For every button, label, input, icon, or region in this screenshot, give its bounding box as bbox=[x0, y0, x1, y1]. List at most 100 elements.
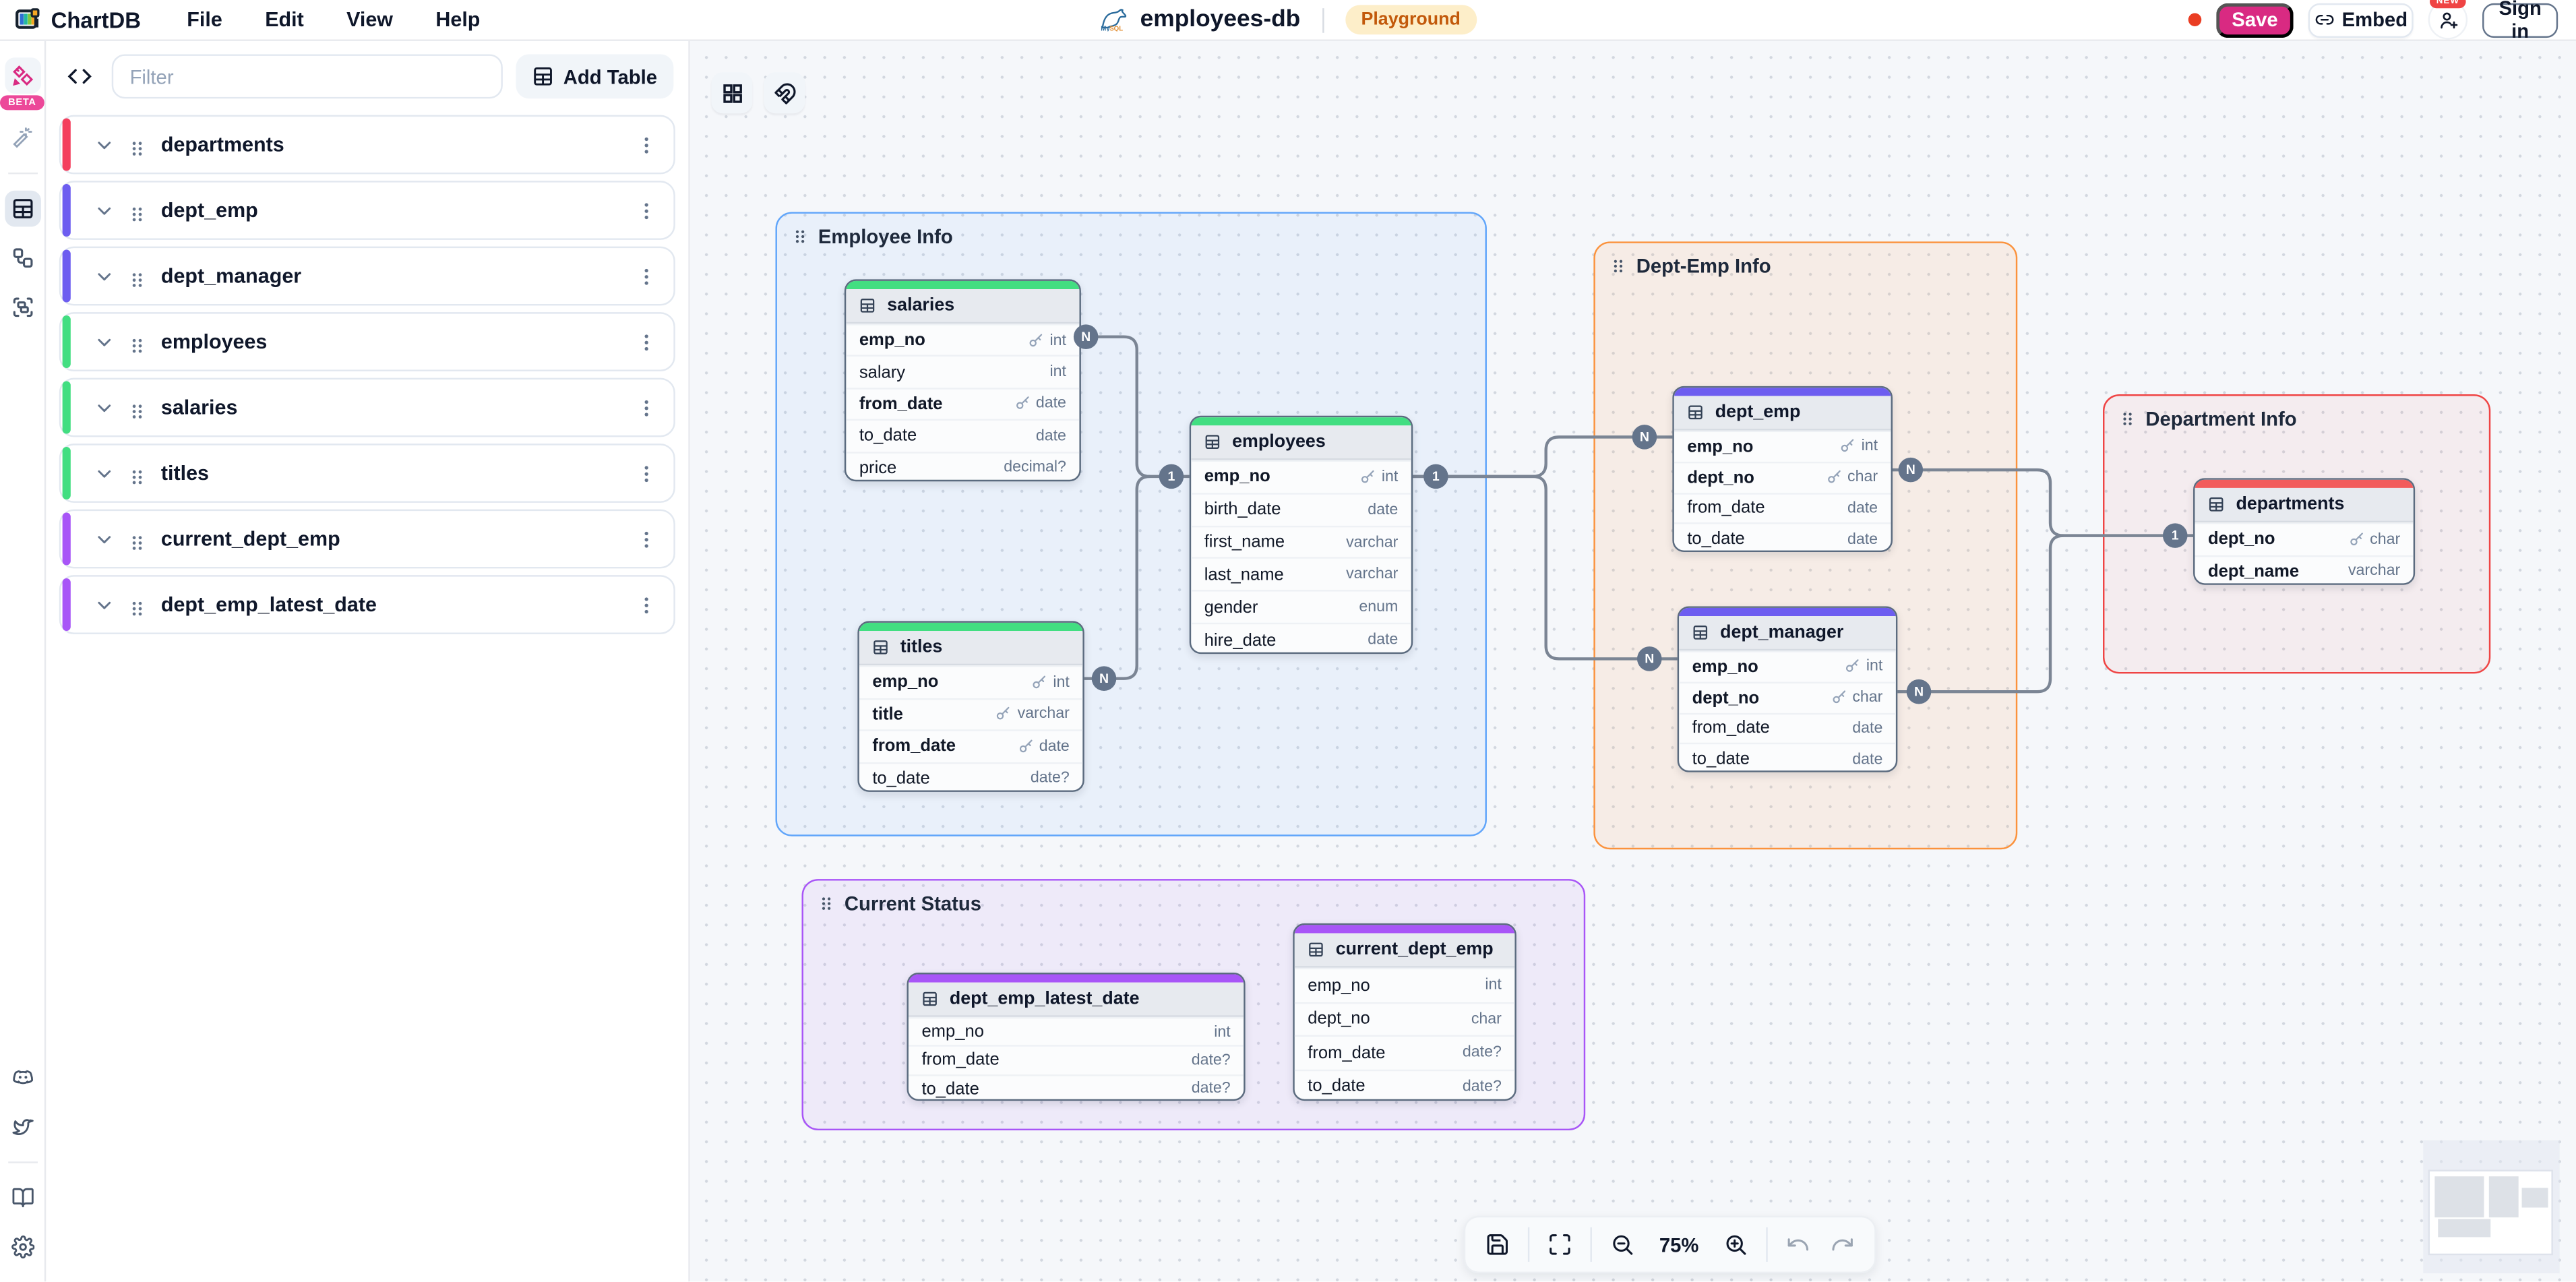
filter-input[interactable] bbox=[111, 54, 503, 99]
drag-grip-icon[interactable] bbox=[128, 464, 146, 484]
table-node-header[interactable]: salaries bbox=[846, 289, 1080, 324]
save-button[interactable]: Save bbox=[2216, 2, 2294, 37]
discord-button[interactable] bbox=[4, 1060, 40, 1096]
chevron-down-icon[interactable] bbox=[94, 528, 115, 550]
table-node-header[interactable]: dept_manager bbox=[1679, 616, 1896, 651]
sidebar-table-salaries[interactable]: salaries bbox=[59, 377, 675, 437]
tables-panel-button[interactable] bbox=[4, 190, 40, 227]
table-menu-button[interactable] bbox=[636, 594, 657, 615]
menu-item-edit[interactable]: Edit bbox=[265, 8, 304, 32]
settings-button[interactable] bbox=[4, 1229, 40, 1265]
chevron-down-icon[interactable] bbox=[94, 462, 115, 484]
table-node-header[interactable]: employees bbox=[1191, 425, 1411, 460]
snap-magnet-button[interactable] bbox=[764, 72, 805, 114]
view-code-button[interactable] bbox=[59, 57, 99, 96]
chevron-down-icon[interactable] bbox=[94, 134, 115, 156]
invite-user-button[interactable]: NEW bbox=[2428, 0, 2468, 40]
drag-grip-icon[interactable] bbox=[128, 202, 146, 221]
ai-wand-button[interactable] bbox=[4, 120, 40, 156]
sidebar-table-current_dept_emp[interactable]: current_dept_emp bbox=[59, 509, 675, 569]
relationships-panel-button[interactable] bbox=[4, 240, 40, 276]
table-node-header[interactable]: titles bbox=[859, 631, 1083, 666]
chevron-down-icon[interactable] bbox=[94, 397, 115, 419]
drag-grip-icon[interactable] bbox=[128, 530, 146, 549]
area-label[interactable]: Dept-Emp Info bbox=[1595, 243, 2016, 278]
docs-button[interactable] bbox=[4, 1180, 40, 1216]
fit-view-button[interactable] bbox=[1538, 1223, 1583, 1267]
redo-button[interactable] bbox=[1820, 1223, 1865, 1267]
table-menu-button[interactable] bbox=[636, 462, 657, 484]
table-menu-button[interactable] bbox=[636, 397, 657, 419]
table-menu-button[interactable] bbox=[636, 134, 657, 156]
table-menu-button[interactable] bbox=[636, 200, 657, 221]
table-node-header[interactable]: dept_emp_latest_date bbox=[908, 982, 1244, 1017]
chevron-down-icon[interactable] bbox=[94, 594, 115, 615]
sidebar-table-employees[interactable]: employees bbox=[59, 312, 675, 371]
twitter-button[interactable] bbox=[4, 1109, 40, 1145]
drag-grip-icon[interactable] bbox=[128, 267, 146, 286]
zoom-in-button[interactable] bbox=[1713, 1223, 1758, 1267]
add-table-button[interactable]: Add Table bbox=[516, 54, 674, 99]
chevron-down-icon[interactable] bbox=[94, 266, 115, 287]
table-menu-button[interactable] bbox=[636, 331, 657, 353]
drag-grip-icon[interactable] bbox=[128, 398, 146, 418]
embed-button[interactable]: Embed bbox=[2308, 2, 2414, 37]
areas-panel-button[interactable] bbox=[4, 289, 40, 326]
table-node-header[interactable]: dept_emp bbox=[1674, 396, 1891, 431]
menu-item-view[interactable]: View bbox=[346, 8, 394, 32]
menu-item-file[interactable]: File bbox=[187, 8, 222, 32]
zoom-level[interactable]: 75% bbox=[1659, 1233, 1699, 1256]
drag-grip-icon[interactable] bbox=[128, 596, 146, 615]
sidebar-table-departments[interactable]: departments bbox=[59, 115, 675, 175]
diagram-editor-button[interactable] bbox=[4, 57, 40, 94]
layout-grid-button[interactable] bbox=[711, 72, 753, 114]
sidebar-table-dept_emp_latest_date[interactable]: dept_emp_latest_date bbox=[59, 575, 675, 634]
save-diagram-button[interactable] bbox=[1475, 1223, 1520, 1267]
sidebar-table-dept_emp[interactable]: dept_emp bbox=[59, 181, 675, 240]
table-menu-button[interactable] bbox=[636, 528, 657, 550]
minimap[interactable] bbox=[2423, 1140, 2560, 1274]
undo-button[interactable] bbox=[1776, 1223, 1820, 1267]
sidebar-table-dept_manager[interactable]: dept_manager bbox=[59, 246, 675, 306]
area-label[interactable]: Current Status bbox=[803, 881, 1584, 915]
menu-item-help[interactable]: Help bbox=[435, 8, 481, 32]
drag-grip-icon[interactable] bbox=[128, 135, 146, 155]
chevron-down-icon[interactable] bbox=[94, 331, 115, 353]
area-label[interactable]: Department Info bbox=[2104, 396, 2488, 431]
